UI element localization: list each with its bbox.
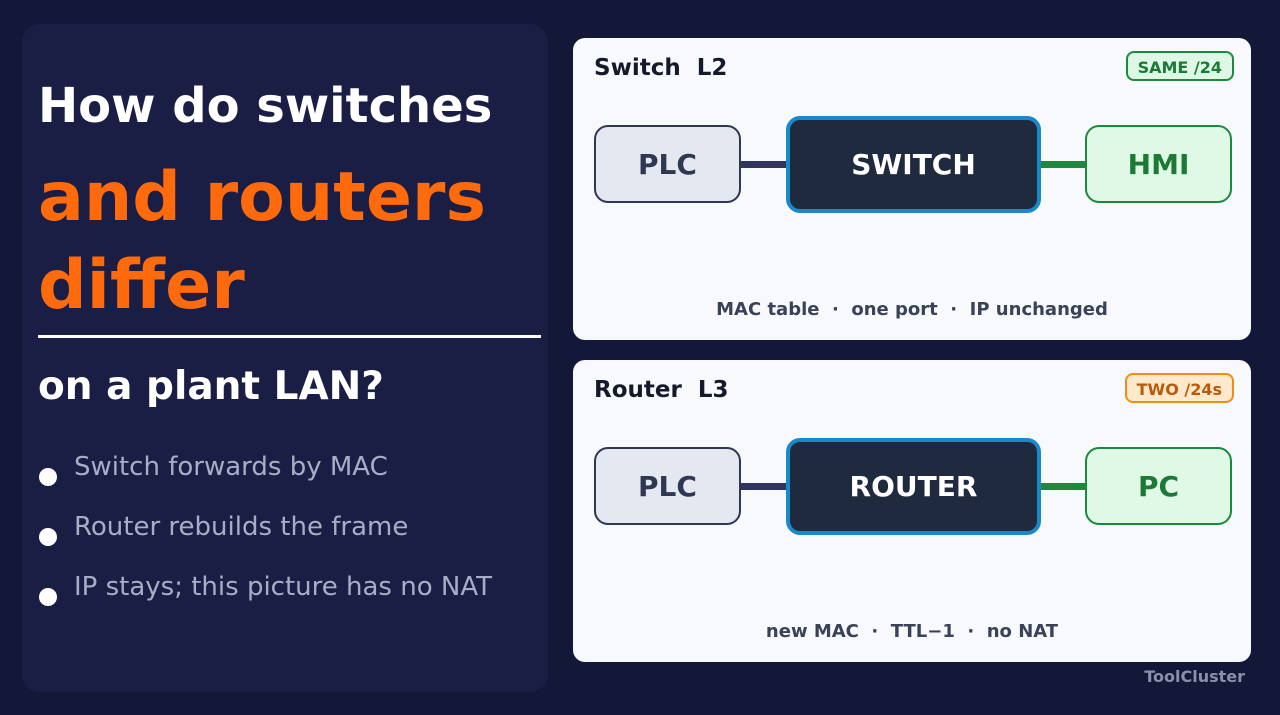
hmi-node: HMI <box>1085 125 1232 203</box>
plc-router-link <box>740 483 788 490</box>
bullet-text: Switch forwards by MAC <box>74 452 388 482</box>
switch-caption: MAC table · one port · IP unchanged <box>716 299 1108 320</box>
pc-node: PC <box>1085 447 1232 525</box>
bullet-list: Switch forwards by MAC Router rebuilds t… <box>38 452 492 632</box>
router-pc-link <box>1039 483 1087 490</box>
subnet-badge: SAME /24 <box>1125 51 1234 81</box>
router-card: Router L3 TWO /24s PLC ROUTER PC new MAC… <box>573 360 1251 662</box>
headline-line1: How do switches <box>38 78 493 134</box>
router-node: ROUTER <box>786 438 1041 535</box>
router-card-title: Router L3 <box>594 377 729 403</box>
switch-node: SWITCH <box>786 116 1041 213</box>
bullet-item: IP stays; this picture has no NAT <box>38 572 492 632</box>
headline-subtitle: on a plant LAN? <box>38 364 384 409</box>
plc-node: PLC <box>594 125 741 203</box>
bullet-text: IP stays; this picture has no NAT <box>74 572 492 602</box>
bullet-item: Switch forwards by MAC <box>38 452 492 512</box>
bullet-dot-icon <box>39 528 57 546</box>
bullet-dot-icon <box>39 468 57 486</box>
switch-card: Switch L2 SAME /24 PLC SWITCH HMI MAC ta… <box>573 38 1251 340</box>
headline-accent: and routers differ <box>38 158 486 325</box>
switch-card-title: Switch L2 <box>594 55 728 81</box>
router-caption: new MAC · TTL−1 · no NAT <box>765 621 1059 642</box>
intro-panel <box>22 24 548 692</box>
subnet-badge: TWO /24s <box>1124 373 1234 403</box>
switch-hmi-link <box>1039 161 1087 168</box>
plc-switch-link <box>740 161 788 168</box>
bullet-dot-icon <box>39 588 57 606</box>
bullet-text: Router rebuilds the frame <box>74 512 409 542</box>
brand-watermark: ToolCluster <box>1144 667 1245 686</box>
headline-divider <box>38 335 541 338</box>
bullet-item: Router rebuilds the frame <box>38 512 492 572</box>
plc-node: PLC <box>594 447 741 525</box>
